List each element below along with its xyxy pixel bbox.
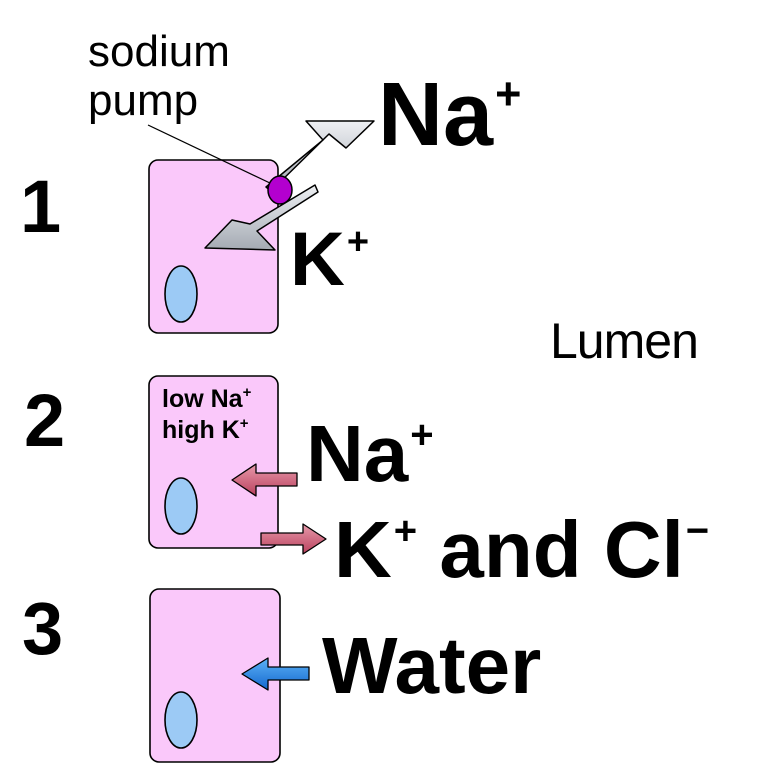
step-number-2: 2 xyxy=(24,379,66,462)
blue-arrow-left-icon xyxy=(241,657,310,691)
step-number-1: 1 xyxy=(20,165,62,248)
ion-charge: + xyxy=(495,67,522,119)
pink-arrow-left-icon xyxy=(231,463,298,497)
cell-2-nucleus xyxy=(164,477,198,535)
low-sodium-line: low Na+ xyxy=(162,384,251,415)
sodium-pump-label: sodium pump xyxy=(88,27,230,126)
pump-leader-line xyxy=(147,124,273,185)
cell-2-concentration-text: low Na+ high K+ xyxy=(162,384,251,447)
influx-arrow-icon xyxy=(204,184,319,251)
ion-symbol: Na xyxy=(378,65,494,165)
sodium-pump-label-line-2: pump xyxy=(88,76,199,126)
potassium-chloride-label: K+ and Cl− xyxy=(334,510,709,590)
water-label: Water xyxy=(322,621,542,710)
sodium-ion-label-step-1: Na+ xyxy=(378,70,521,160)
cell-1-nucleus xyxy=(164,265,198,323)
step-number-3: 3 xyxy=(22,587,64,670)
pink-arrow-right-icon xyxy=(260,523,327,555)
cell-3-nucleus xyxy=(164,691,198,749)
potassium-symbol: K xyxy=(334,505,392,594)
cell-3 xyxy=(149,588,281,763)
ions-joiner: and xyxy=(417,505,604,594)
conc-charge: + xyxy=(239,415,249,433)
high-potassium-line: high K+ xyxy=(162,415,251,446)
conc-charge: + xyxy=(242,384,252,401)
chloride-symbol: Cl xyxy=(603,505,684,594)
sodium-pump-icon xyxy=(267,175,293,205)
conc-prefix: high xyxy=(162,416,222,445)
lumen-label: Lumen xyxy=(550,313,699,369)
ion-symbol: K xyxy=(290,217,345,302)
sodium-pump-label-line-1: sodium xyxy=(88,27,230,76)
ion-symbol: Na xyxy=(306,409,409,498)
sodium-ion-label-step-2: Na+ xyxy=(306,414,434,494)
conc-ion: Na xyxy=(210,385,243,413)
cell-2 xyxy=(148,375,279,549)
potassium-ion-label-step-1: K+ xyxy=(290,222,369,298)
conc-ion: K xyxy=(221,416,240,445)
ion-charge: + xyxy=(346,220,370,263)
potassium-charge: + xyxy=(393,508,418,553)
chloride-charge: − xyxy=(685,508,710,553)
conc-prefix: low xyxy=(162,385,211,413)
ion-charge: + xyxy=(410,412,434,457)
